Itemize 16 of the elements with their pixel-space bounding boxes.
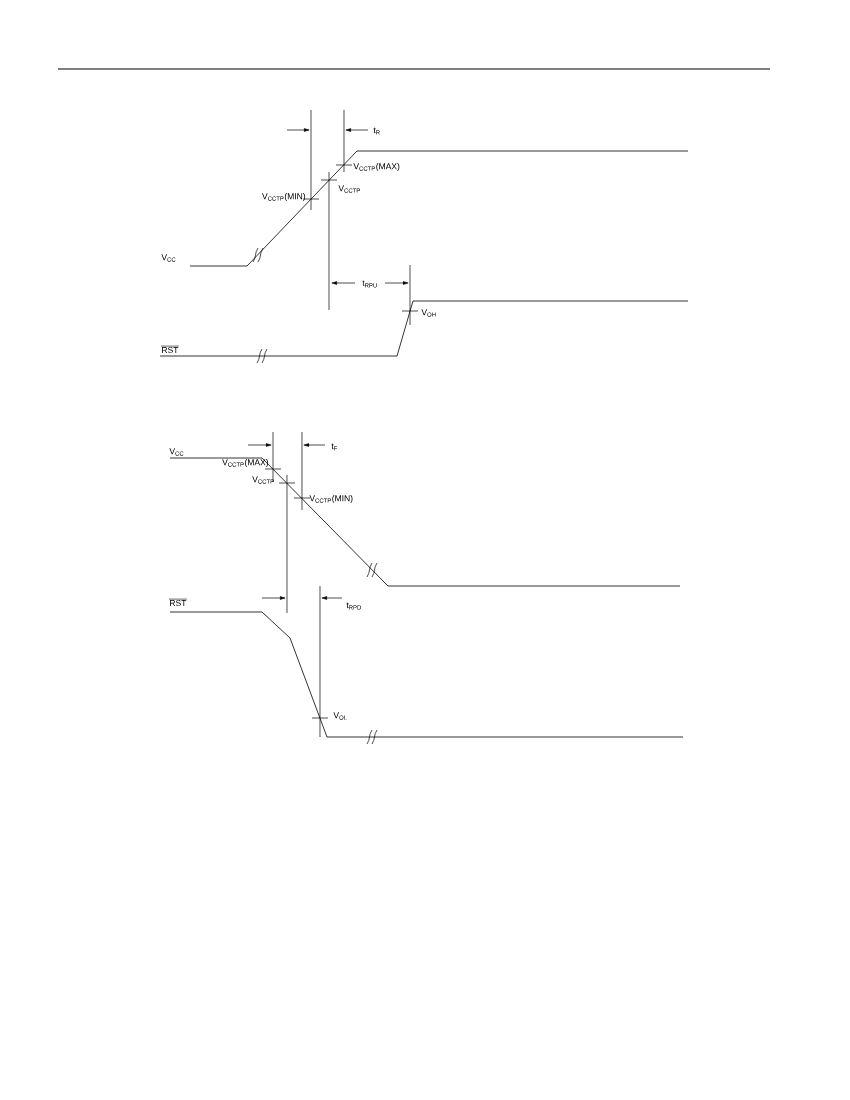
timing-label: t$_{F}$ (331, 443, 338, 451)
timing-label: V$_{CCTP}$ (252, 476, 274, 484)
timing-label: V$_{CC}$ (169, 448, 184, 456)
timing-label: V$_{OH}$ (421, 309, 436, 317)
timing-label: V$_{CCTP}$(MAX) (353, 163, 400, 171)
timing-label: V$_{CC}$ (161, 254, 176, 262)
timing-label: V$_{CCTP}$(MAX) (222, 459, 269, 467)
timing-label: V$_{CCTP}$ (338, 185, 360, 193)
timing-label: V$_{CCTP}$(MIN) (262, 193, 306, 201)
signal-name: RST (168, 598, 188, 606)
timing-label: t$_{RPD}$ (346, 602, 362, 610)
timing-label: V$_{CCTP}$(MIN) (309, 495, 353, 503)
signal-name: RST (160, 345, 180, 353)
timing-label: V$_{OL}$ (333, 712, 347, 720)
timing-label: t$_{RPU}$ (362, 280, 377, 288)
timing-label: t$_{R}$ (373, 127, 380, 135)
